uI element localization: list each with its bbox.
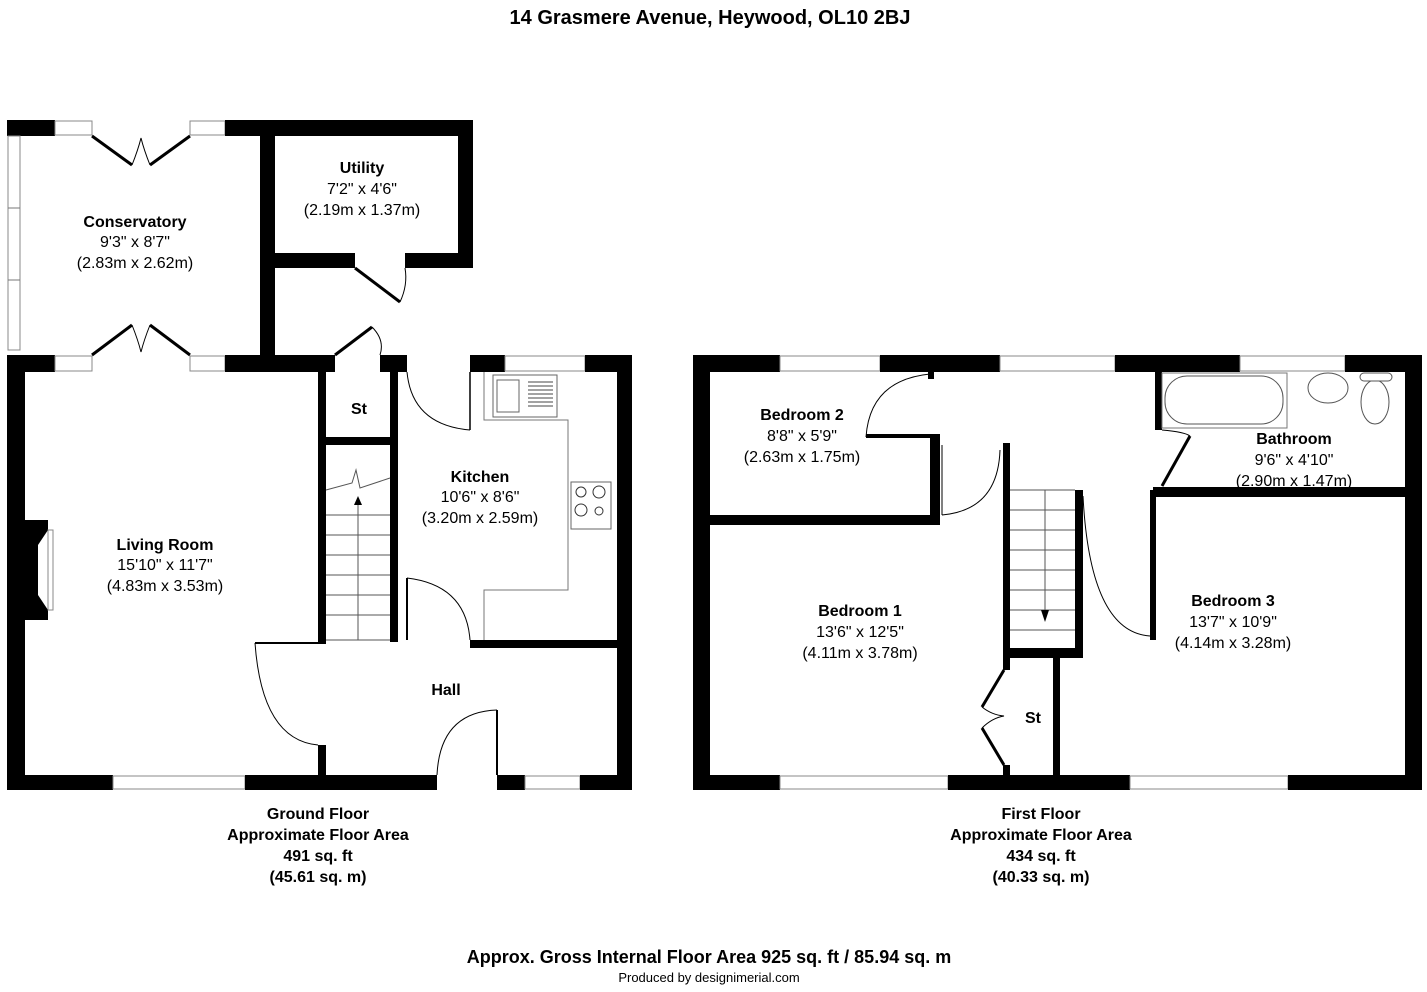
room-metric: (2.90m x 1.47m)	[1236, 473, 1352, 490]
room-metric: (4.14m x 3.28m)	[1175, 635, 1291, 652]
room-name: Bathroom	[1256, 431, 1332, 448]
caption-line: (40.33 sq. m)	[993, 869, 1090, 886]
room-imperial: 9'3" x 8'7"	[100, 234, 170, 251]
ground-floor-caption: Ground Floor Approximate Floor Area 491 …	[227, 806, 409, 886]
room-name: Hall	[431, 682, 460, 699]
room-imperial: 13'7" x 10'9"	[1189, 614, 1277, 631]
room-name: St	[351, 401, 368, 418]
room-name: Conservatory	[83, 214, 186, 231]
room-metric: (3.20m x 2.59m)	[422, 510, 538, 527]
room-imperial: 10'6" x 8'6"	[441, 489, 520, 506]
room-metric: (2.19m x 1.37m)	[304, 202, 420, 219]
toilet-icon	[1360, 379, 1390, 425]
caption-line: Approximate Floor Area	[950, 827, 1132, 844]
ground-floor-plan: Conservatory 9'3" x 8'7" (2.83m x 2.62m)…	[7, 120, 632, 790]
caption-line: Approximate Floor Area	[227, 827, 409, 844]
room-metric: (2.63m x 1.75m)	[744, 449, 860, 466]
page-title: 14 Grasmere Avenue, Heywood, OL10 2BJ	[510, 7, 911, 29]
first-floor-caption: First Floor Approximate Floor Area 434 s…	[950, 806, 1132, 886]
room-metric: (4.11m x 3.78m)	[802, 645, 917, 662]
room-imperial: 9'6" x 4'10"	[1255, 452, 1334, 469]
caption-line: Ground Floor	[267, 806, 369, 823]
room-metric: (4.83m x 3.53m)	[107, 578, 223, 595]
bath-icon	[1164, 375, 1284, 425]
room-name: Bedroom 2	[760, 407, 844, 424]
room-metric: (2.83m x 2.62m)	[77, 255, 193, 272]
room-name: Kitchen	[451, 469, 510, 486]
caption-line: First Floor	[1001, 806, 1080, 823]
credit: Produced by designimerial.com	[618, 970, 799, 985]
total-floor-area: Approx. Gross Internal Floor Area 925 sq…	[467, 947, 951, 967]
caption-line: 434 sq. ft	[1006, 848, 1076, 865]
room-imperial: 13'6" x 12'5"	[816, 624, 904, 641]
first-floor-plan: Bedroom 2 8'8" x 5'9" (2.63m x 1.75m) Ba…	[693, 355, 1422, 790]
room-imperial: 7'2" x 4'6"	[327, 181, 397, 198]
room-name: Utility	[340, 160, 385, 177]
room-imperial: 15'10" x 11'7"	[117, 557, 212, 574]
sink-icon	[1307, 372, 1349, 404]
room-imperial: 8'8" x 5'9"	[767, 428, 837, 445]
caption-line: (45.61 sq. m)	[270, 869, 367, 886]
room-name: Living Room	[117, 537, 214, 554]
room-name: Bedroom 1	[818, 603, 902, 620]
room-name: Bedroom 3	[1191, 593, 1275, 610]
room-name: St	[1025, 710, 1042, 727]
caption-line: 491 sq. ft	[283, 848, 353, 865]
